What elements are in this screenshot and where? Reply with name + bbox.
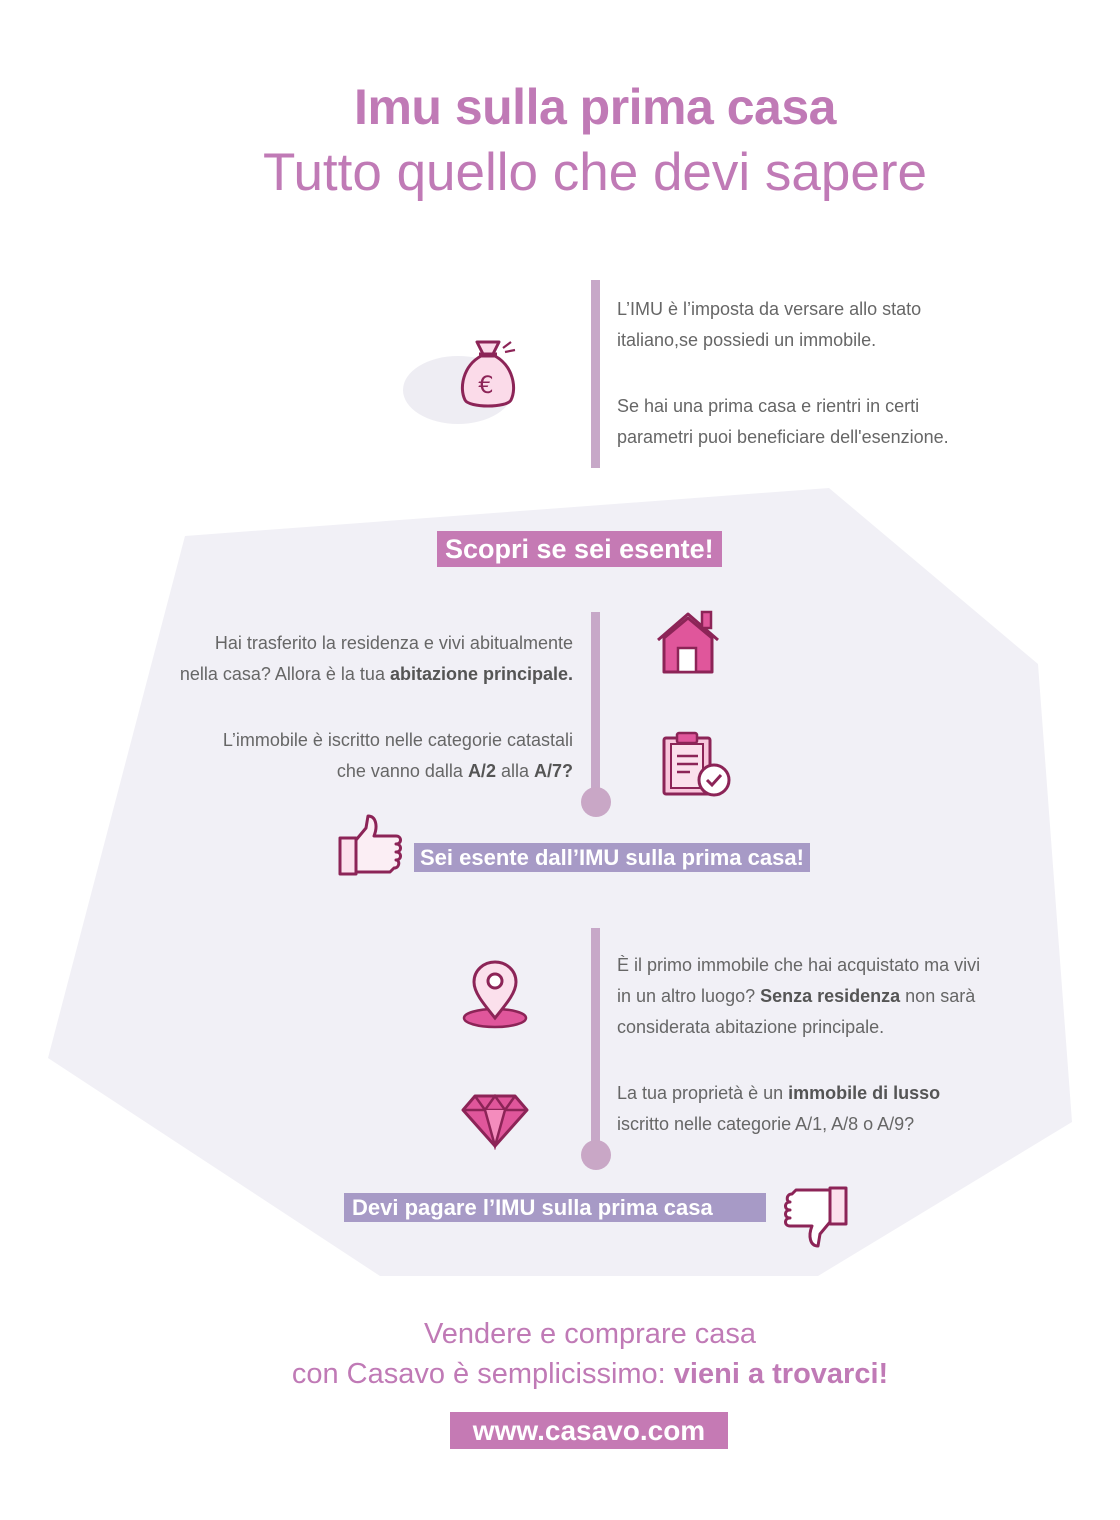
pay-timeline-dot <box>581 1140 611 1170</box>
exempt-result-banner: Sei esente dall’IMU sulla prima casa! <box>414 843 810 872</box>
intro-p1-line1: L’IMU è l’imposta da versare allo stato <box>617 299 922 319</box>
pay-timeline <box>591 928 600 1146</box>
website-link[interactable]: www.casavo.com <box>450 1412 728 1449</box>
exempt-c2-text-b: alla <box>495 761 534 781</box>
page-title: Imu sulla prima casa <box>354 79 836 135</box>
exempt-c1-line1: Hai trasferito la residenza e vivi abitu… <box>214 633 573 653</box>
thumbs-up-icon <box>338 814 402 876</box>
clipboard-check-icon <box>662 731 731 797</box>
pay-c2-bold: immobile di lusso <box>788 1083 941 1103</box>
pay-c1-text-b: non sarà <box>900 986 976 1006</box>
footer-line2-bold: vieni a trovarci! <box>673 1358 889 1390</box>
intro-p1-line2: italiano,se possiedi un immobile. <box>617 330 877 350</box>
exempt-c2-line1: L’immobile è iscritto nelle categorie ca… <box>222 730 573 750</box>
exempt-c1-text: nella casa? Allora è la tua <box>179 664 390 684</box>
pay-c2-line2: iscritto nelle categorie A/1, A/8 o A/9? <box>617 1114 915 1134</box>
footer-line2: con Casavo è semplicissimo: vieni a trov… <box>0 1358 1120 1391</box>
pay-c1-bold: Senza residenza <box>760 986 901 1006</box>
intro-text: L’IMU è l’imposta da versare allo stato … <box>617 294 1037 453</box>
exempt-text: Hai trasferito la residenza e vivi abitu… <box>100 628 573 787</box>
exempt-timeline-dot <box>581 787 611 817</box>
pay-c1-text-a: in un altro luogo? <box>617 986 761 1006</box>
pay-text: È il primo immobile che hai acquistato m… <box>617 950 1057 1140</box>
page-subtitle: Tutto quello che devi sapere <box>263 143 927 202</box>
thumbs-down-icon <box>784 1186 848 1248</box>
footer-line2-text: con Casavo è semplicissimo: <box>291 1358 674 1390</box>
exempt-c1-bold: abitazione principale. <box>389 664 573 684</box>
exempt-c2-bold-a: A/2 <box>467 761 496 781</box>
footer-line1: Vendere e comprare casa <box>423 1318 757 1350</box>
svg-text:€: € <box>478 371 493 399</box>
discover-banner: Scopri se sei esente! <box>437 531 722 567</box>
house-icon <box>657 610 719 674</box>
pay-c1-line2: in un altro luogo? Senza residenza non s… <box>617 981 1057 1012</box>
intro-p2-line1: Se hai una prima casa e rientri in certi <box>617 396 920 416</box>
exempt-c2-line2: che vanno dalla A/2 alla A/7? <box>100 756 573 787</box>
exempt-c1-line2: nella casa? Allora è la tua abitazione p… <box>100 659 573 690</box>
pay-c1-line1: È il primo immobile che hai acquistato m… <box>617 955 981 975</box>
diamond-icon <box>461 1093 529 1150</box>
pay-result-banner: Devi pagare l’IMU sulla prima casa <box>344 1193 766 1222</box>
intro-timeline <box>591 280 600 468</box>
location-pin-icon <box>462 960 528 1029</box>
exempt-timeline <box>591 612 600 792</box>
pay-c2-text: La tua proprietà è un <box>617 1083 789 1103</box>
exempt-c2-text-a: che vanno dalla <box>336 761 468 781</box>
pay-c2-line1: La tua proprietà è un immobile di lusso <box>617 1078 1057 1109</box>
intro-p2-line2: parametri puoi beneficiare dell'esenzion… <box>617 427 949 447</box>
money-bag-icon: € <box>460 340 516 408</box>
exempt-c2-bold-b: A/7? <box>533 761 573 781</box>
pay-c1-line3: considerata abitazione principale. <box>617 1017 885 1037</box>
